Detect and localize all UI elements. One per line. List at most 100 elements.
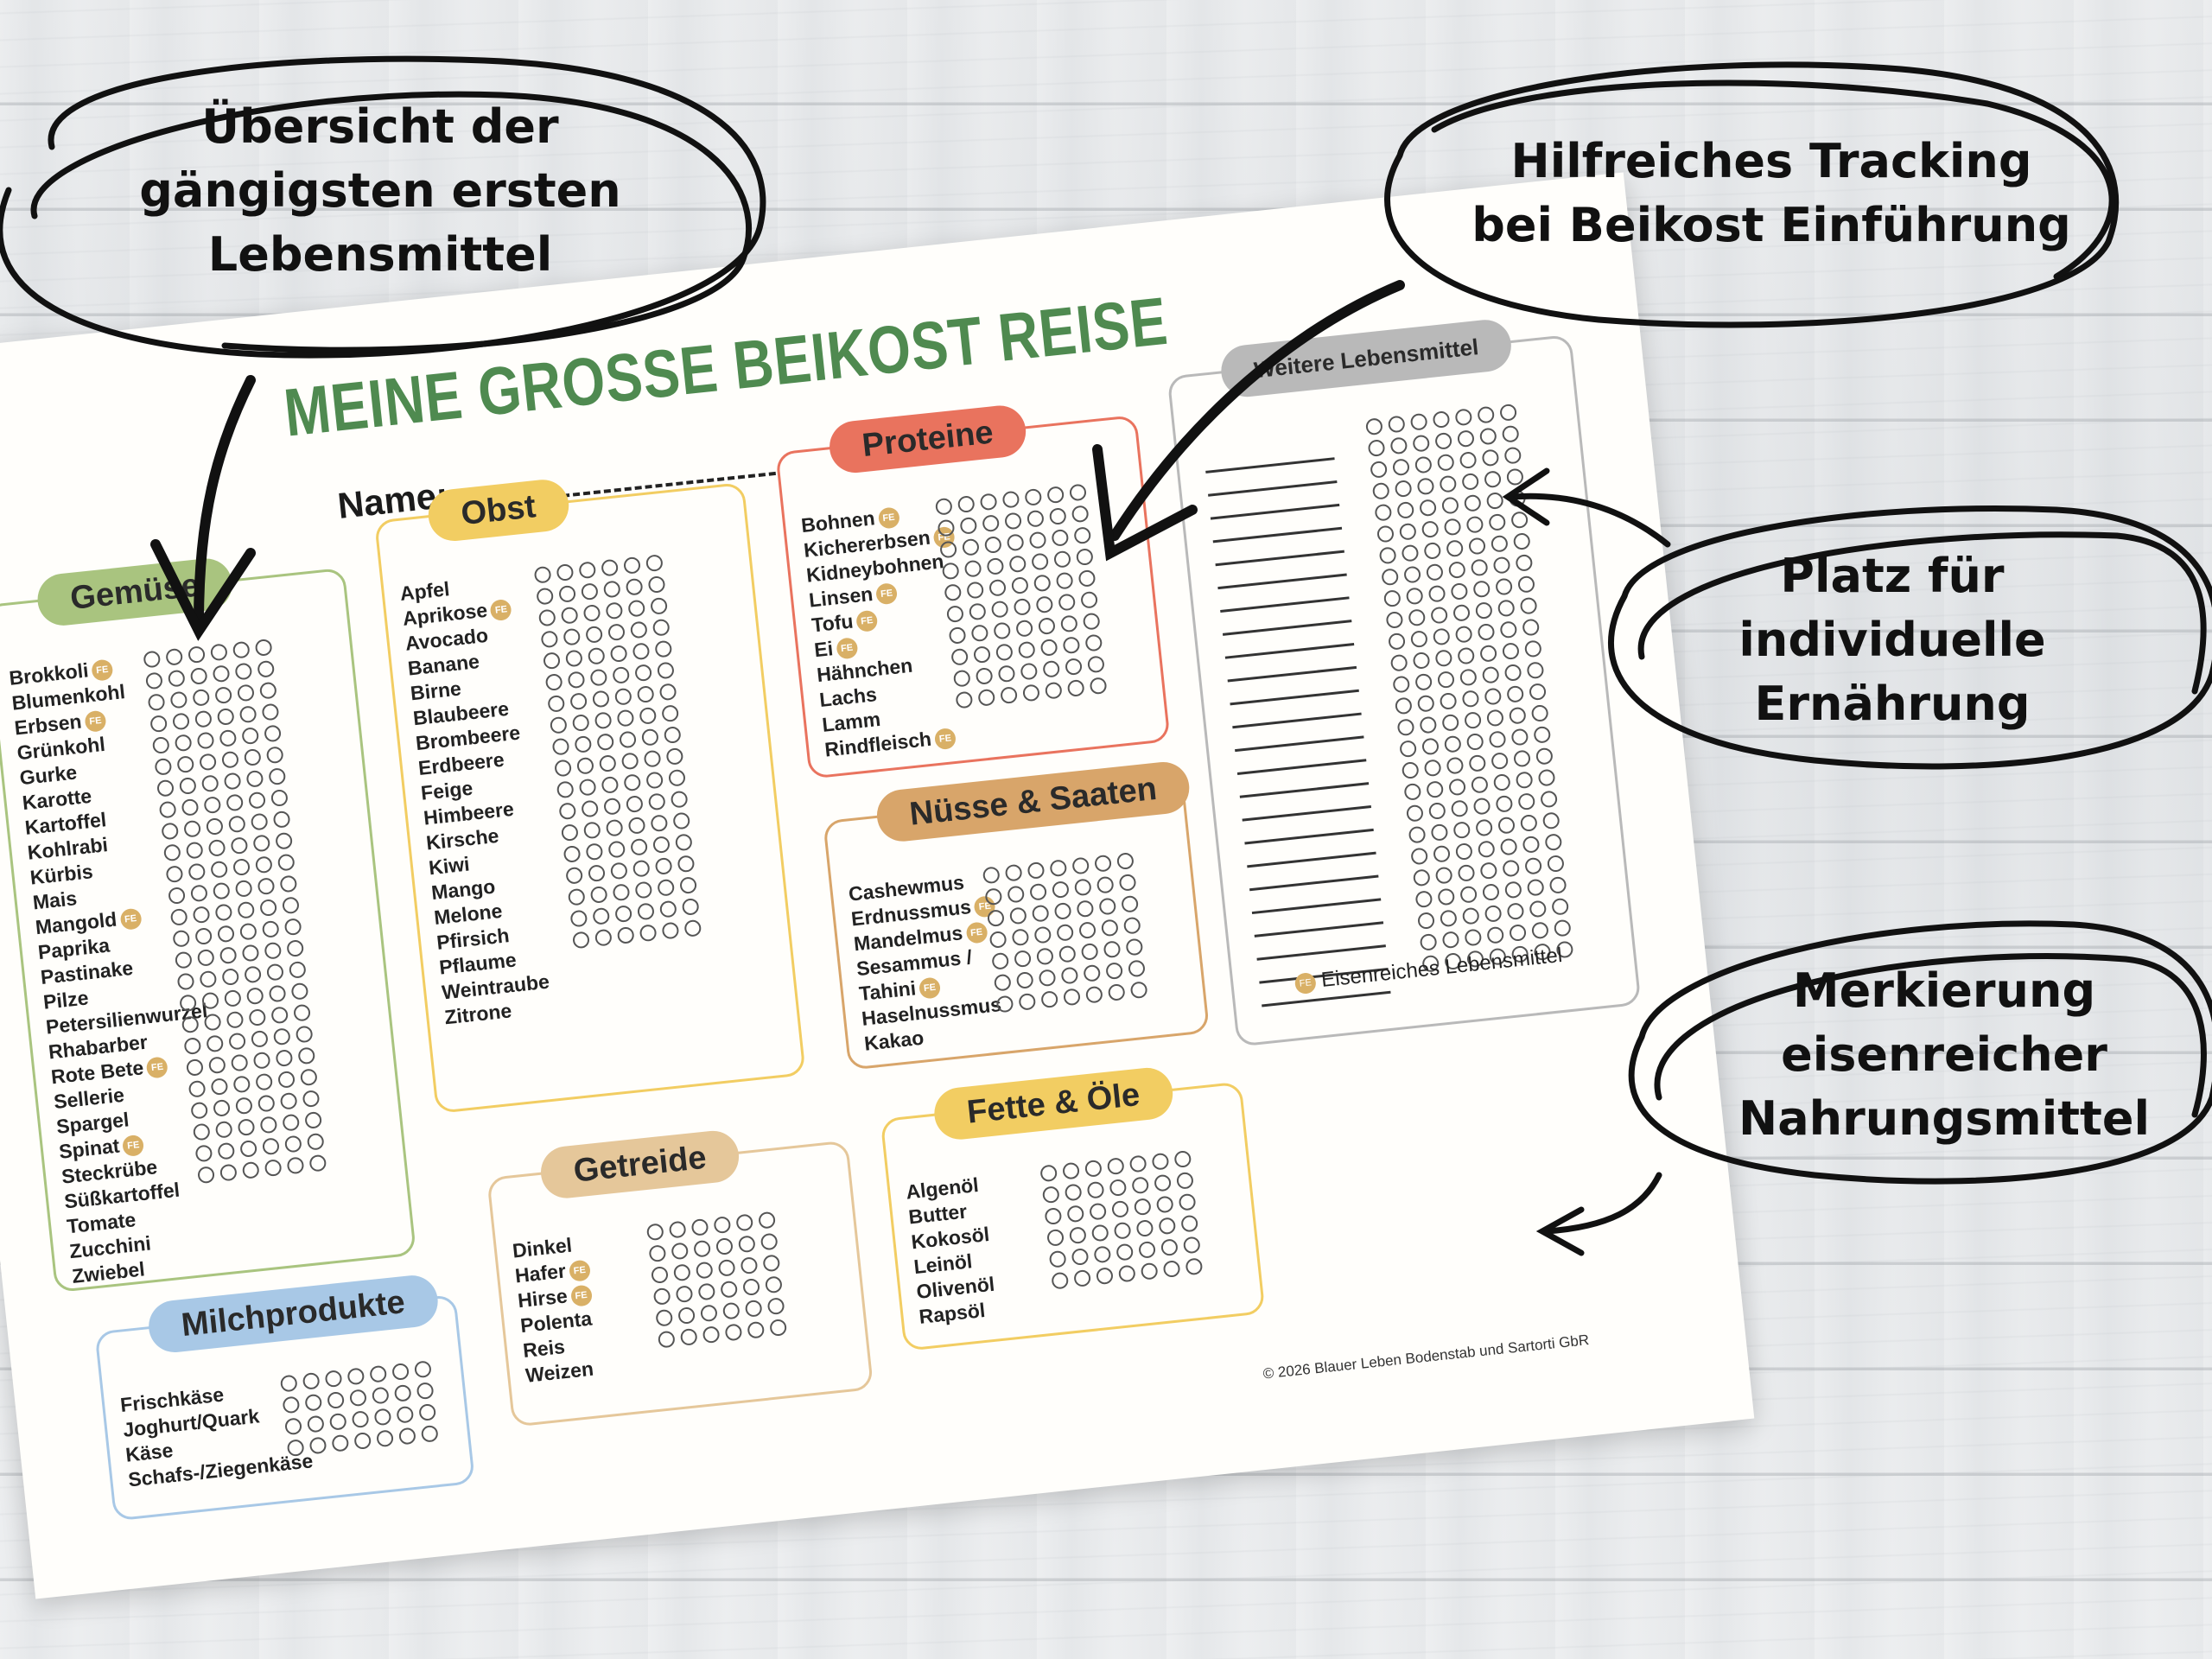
- check-circle[interactable]: [1503, 880, 1522, 899]
- check-circle[interactable]: [304, 1110, 323, 1129]
- check-circle[interactable]: [1367, 439, 1386, 457]
- check-circle[interactable]: [200, 774, 219, 793]
- check-circle[interactable]: [268, 767, 287, 786]
- check-circle[interactable]: [1117, 1264, 1136, 1283]
- check-circle[interactable]: [1100, 918, 1119, 938]
- check-circle[interactable]: [1029, 882, 1048, 901]
- check-circle[interactable]: [1162, 1260, 1181, 1278]
- check-circle[interactable]: [288, 960, 307, 979]
- check-circle[interactable]: [952, 669, 971, 688]
- check-circle[interactable]: [744, 1299, 763, 1318]
- check-circle[interactable]: [420, 1424, 439, 1443]
- check-circle[interactable]: [571, 714, 590, 732]
- check-circle[interactable]: [1038, 969, 1057, 988]
- check-circle[interactable]: [612, 665, 631, 684]
- check-circle[interactable]: [275, 831, 294, 850]
- check-circle[interactable]: [585, 842, 604, 861]
- check-circle[interactable]: [1437, 671, 1455, 690]
- check-circle[interactable]: [265, 746, 284, 765]
- check-circle[interactable]: [1089, 1202, 1108, 1221]
- check-circle[interactable]: [1401, 543, 1420, 563]
- check-circle[interactable]: [995, 643, 1014, 662]
- check-circle[interactable]: [174, 734, 193, 753]
- check-circle[interactable]: [1116, 852, 1135, 870]
- check-circle[interactable]: [1553, 918, 1572, 938]
- check-circle[interactable]: [176, 972, 195, 991]
- check-circle[interactable]: [990, 600, 1009, 619]
- check-circle[interactable]: [391, 1363, 410, 1381]
- check-circle[interactable]: [724, 1323, 743, 1342]
- check-circle[interactable]: [255, 1072, 274, 1091]
- write-line[interactable]: [1230, 689, 1359, 706]
- check-circle[interactable]: [279, 1091, 298, 1110]
- check-circle[interactable]: [194, 927, 213, 945]
- check-circle[interactable]: [1546, 855, 1565, 873]
- check-circle[interactable]: [1454, 408, 1473, 427]
- check-circle[interactable]: [286, 1439, 305, 1458]
- check-circle[interactable]: [1014, 950, 1033, 969]
- check-circle[interactable]: [1427, 584, 1446, 603]
- check-circle[interactable]: [1478, 427, 1497, 446]
- check-circle[interactable]: [188, 645, 206, 664]
- check-circle[interactable]: [1454, 842, 1473, 861]
- check-circle[interactable]: [262, 1137, 280, 1156]
- check-circle[interactable]: [1071, 1248, 1090, 1266]
- check-circle[interactable]: [576, 756, 594, 775]
- check-circle[interactable]: [543, 652, 561, 671]
- check-circle[interactable]: [185, 841, 204, 860]
- check-circle[interactable]: [1381, 568, 1400, 587]
- write-line[interactable]: [1236, 759, 1367, 775]
- checkbox-grid[interactable]: [279, 1360, 439, 1458]
- check-circle[interactable]: [1086, 1180, 1105, 1199]
- check-circle[interactable]: [227, 815, 246, 834]
- check-circle[interactable]: [1459, 668, 1478, 687]
- check-circle[interactable]: [1488, 512, 1507, 531]
- check-circle[interactable]: [331, 1433, 350, 1452]
- check-circle[interactable]: [230, 1053, 249, 1072]
- check-circle[interactable]: [189, 667, 208, 685]
- check-circle[interactable]: [1434, 866, 1453, 885]
- check-circle[interactable]: [1069, 483, 1087, 502]
- check-circle[interactable]: [1457, 863, 1476, 882]
- check-circle[interactable]: [658, 899, 677, 918]
- check-circle[interactable]: [1414, 672, 1433, 691]
- check-circle[interactable]: [1548, 875, 1567, 894]
- check-circle[interactable]: [1388, 632, 1406, 651]
- check-circle[interactable]: [661, 921, 680, 940]
- check-circle[interactable]: [194, 709, 213, 728]
- check-circle[interactable]: [1470, 558, 1489, 577]
- check-circle[interactable]: [1062, 636, 1081, 655]
- check-circle[interactable]: [270, 789, 289, 807]
- check-circle[interactable]: [1007, 885, 1026, 904]
- check-circle[interactable]: [1479, 644, 1498, 663]
- check-circle[interactable]: [1425, 563, 1444, 582]
- write-line[interactable]: [1251, 898, 1382, 915]
- check-circle[interactable]: [1022, 683, 1040, 702]
- check-circle[interactable]: [645, 1223, 664, 1242]
- check-circle[interactable]: [1033, 574, 1052, 593]
- check-circle[interactable]: [619, 730, 637, 749]
- check-circle[interactable]: [244, 965, 263, 984]
- check-circle[interactable]: [206, 817, 224, 836]
- check-circle[interactable]: [563, 627, 582, 646]
- check-circle[interactable]: [1427, 802, 1446, 820]
- check-circle[interactable]: [1448, 778, 1466, 797]
- check-circle[interactable]: [1461, 690, 1480, 709]
- check-circle[interactable]: [1068, 1226, 1087, 1245]
- check-circle[interactable]: [1421, 737, 1440, 756]
- check-circle[interactable]: [209, 643, 228, 662]
- write-line[interactable]: [1256, 944, 1386, 961]
- check-circle[interactable]: [1535, 747, 1554, 766]
- check-circle[interactable]: [656, 661, 675, 680]
- check-circle[interactable]: [264, 941, 283, 960]
- check-circle[interactable]: [1073, 526, 1092, 545]
- check-circle[interactable]: [671, 1242, 690, 1261]
- check-circle[interactable]: [959, 516, 978, 535]
- check-circle[interactable]: [988, 578, 1007, 597]
- check-circle[interactable]: [212, 664, 231, 683]
- check-circle[interactable]: [1018, 992, 1037, 1011]
- check-circle[interactable]: [327, 1391, 346, 1409]
- check-circle[interactable]: [1180, 1214, 1199, 1233]
- check-circle[interactable]: [632, 642, 651, 661]
- check-circle[interactable]: [623, 556, 641, 575]
